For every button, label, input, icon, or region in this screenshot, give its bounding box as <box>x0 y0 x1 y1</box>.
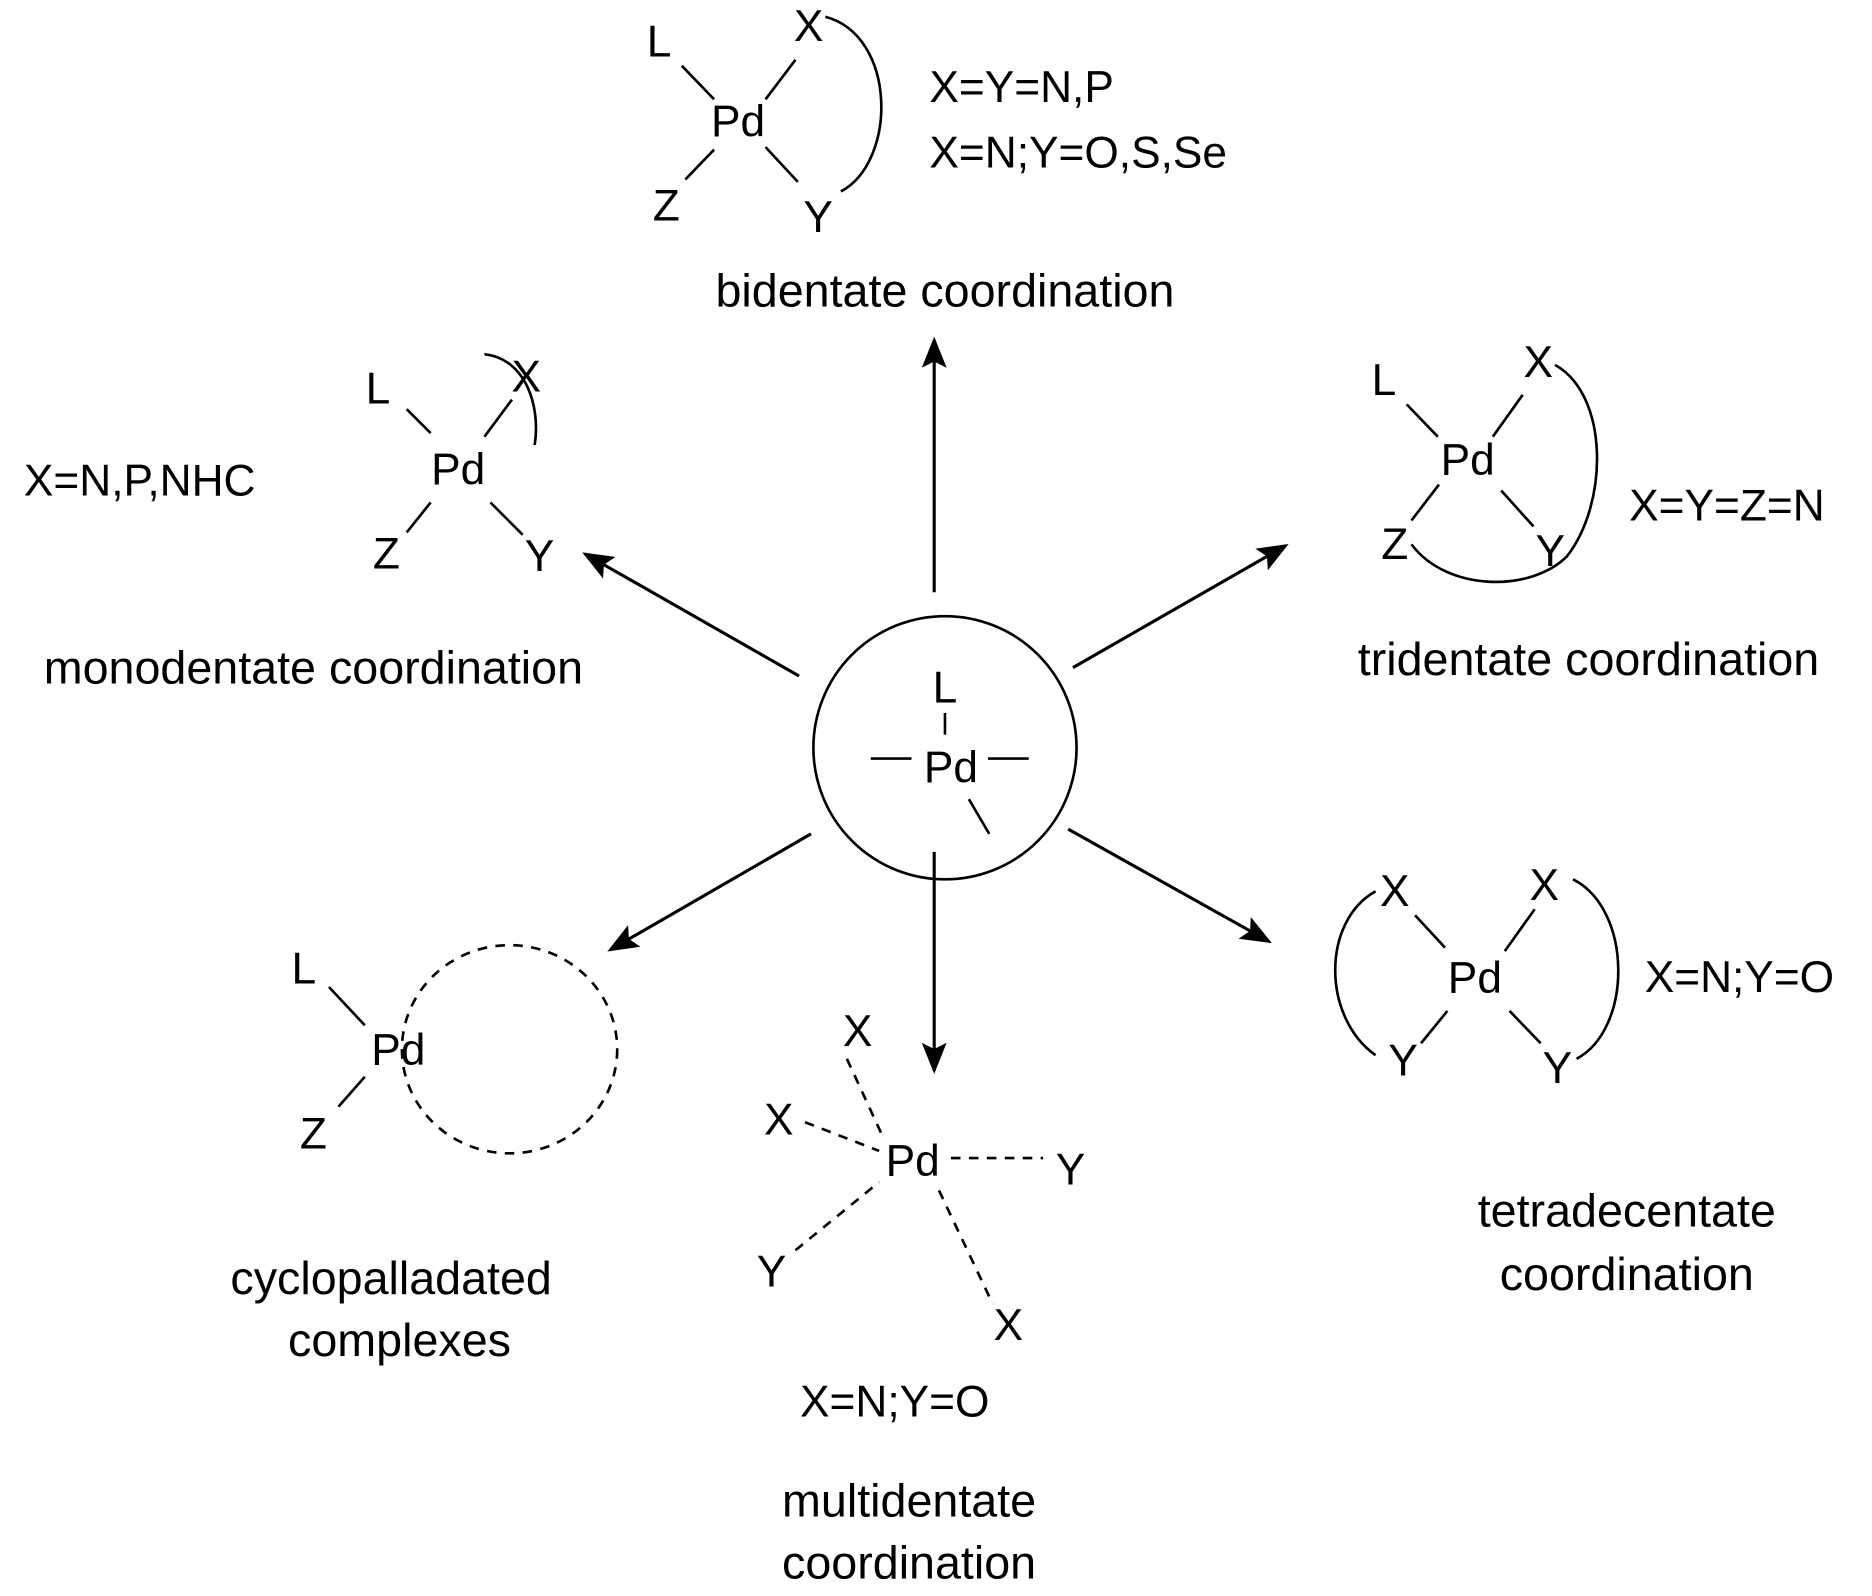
arrow-to-tetradentate <box>1067 827 1272 944</box>
atom-L: L <box>1372 356 1397 405</box>
tridentate-structure: L Pd Z X Y X=Y=Z=N tridentate coordinati… <box>1358 338 1825 685</box>
atom-Y: Y <box>1056 1146 1086 1195</box>
atom-L: L <box>366 364 391 413</box>
multidentate-condition: X=N;Y=O <box>800 1378 989 1427</box>
atom-Pd: Pd <box>1448 954 1502 1003</box>
central-pd-complex: L Pd <box>812 614 1078 881</box>
bidentate-label: bidentate coordination <box>716 265 1175 317</box>
atom-X: X <box>764 1095 794 1144</box>
atom-Pd: Pd <box>886 1137 940 1186</box>
center-L: L <box>933 663 958 712</box>
atom-Pd: Pd <box>1441 436 1495 485</box>
tetradentate-condition: X=N;Y=O <box>1645 953 1834 1002</box>
multidentate-label-line2: coordination <box>782 1536 1036 1588</box>
atom-Y: Y <box>1388 1037 1418 1086</box>
atom-Y: Y <box>525 532 555 581</box>
atom-X: X <box>1529 861 1559 910</box>
multidentate-label-line1: multidentate <box>782 1474 1036 1526</box>
bidentate-structure: L Pd Z X Y X=Y=N,P X=N;Y=O,S,Se bidentat… <box>647 2 1227 317</box>
monodentate-structure: L Pd Z Y X X=N,P,NHC monodentate coordin… <box>24 352 583 693</box>
bidentate-condition-1: X=Y=N,P <box>929 63 1113 112</box>
monodentate-condition: X=N,P,NHC <box>24 456 256 505</box>
atom-L: L <box>292 945 317 994</box>
arrows <box>582 336 1289 1074</box>
bidentate-condition-2: X=N;Y=O,S,Se <box>929 129 1227 178</box>
tetradentate-label-line2: coordination <box>1500 1248 1754 1300</box>
atom-X: X <box>1524 338 1554 387</box>
atom-X: X <box>794 2 824 51</box>
dashed-ring <box>400 943 619 1155</box>
tetradentate-label-line1: tetradecentate <box>1478 1185 1776 1237</box>
atom-Z: Z <box>653 181 680 230</box>
atom-Z: Z <box>373 529 400 578</box>
atom-Z: Z <box>300 1110 327 1159</box>
arrow-to-tridentate <box>1072 544 1289 669</box>
cyclopalladated-structure: L Pd Z cyclopalladated complexes <box>230 943 619 1366</box>
cyclopalladated-label-line1: cyclopalladated <box>230 1252 551 1304</box>
atom-X: X <box>843 1007 873 1056</box>
tridentate-label: tridentate coordination <box>1358 633 1820 685</box>
monodentate-label: monodentate coordination <box>44 642 583 694</box>
atom-Pd: Pd <box>431 446 485 495</box>
atom-Z: Z <box>1381 520 1408 569</box>
center-Pd: Pd <box>924 744 978 793</box>
atom-X: X <box>994 1301 1024 1350</box>
multidentate-structure: Pd X X Y Y X X=N;Y=O multidentate coordi… <box>757 1007 1086 1589</box>
atom-Pd: Pd <box>711 98 765 147</box>
tridentate-condition: X=Y=Z=N <box>1629 482 1825 531</box>
center-circle <box>812 614 1078 881</box>
atom-Y: Y <box>803 193 833 242</box>
tetradentate-structure: X X Pd Y Y X=N;Y=O tetradecentate coordi… <box>1334 861 1834 1300</box>
arrow-to-monodentate <box>582 552 800 678</box>
atom-X: X <box>1380 867 1410 916</box>
atom-X: X <box>512 352 542 401</box>
atom-Y: Y <box>1543 1044 1573 1093</box>
atom-Y: Y <box>757 1247 787 1296</box>
atom-Pd: Pd <box>371 1026 425 1075</box>
arrow-to-cyclopalladated <box>607 832 812 952</box>
cyclopalladated-label-line2: complexes <box>288 1314 511 1366</box>
atom-L: L <box>647 17 672 66</box>
